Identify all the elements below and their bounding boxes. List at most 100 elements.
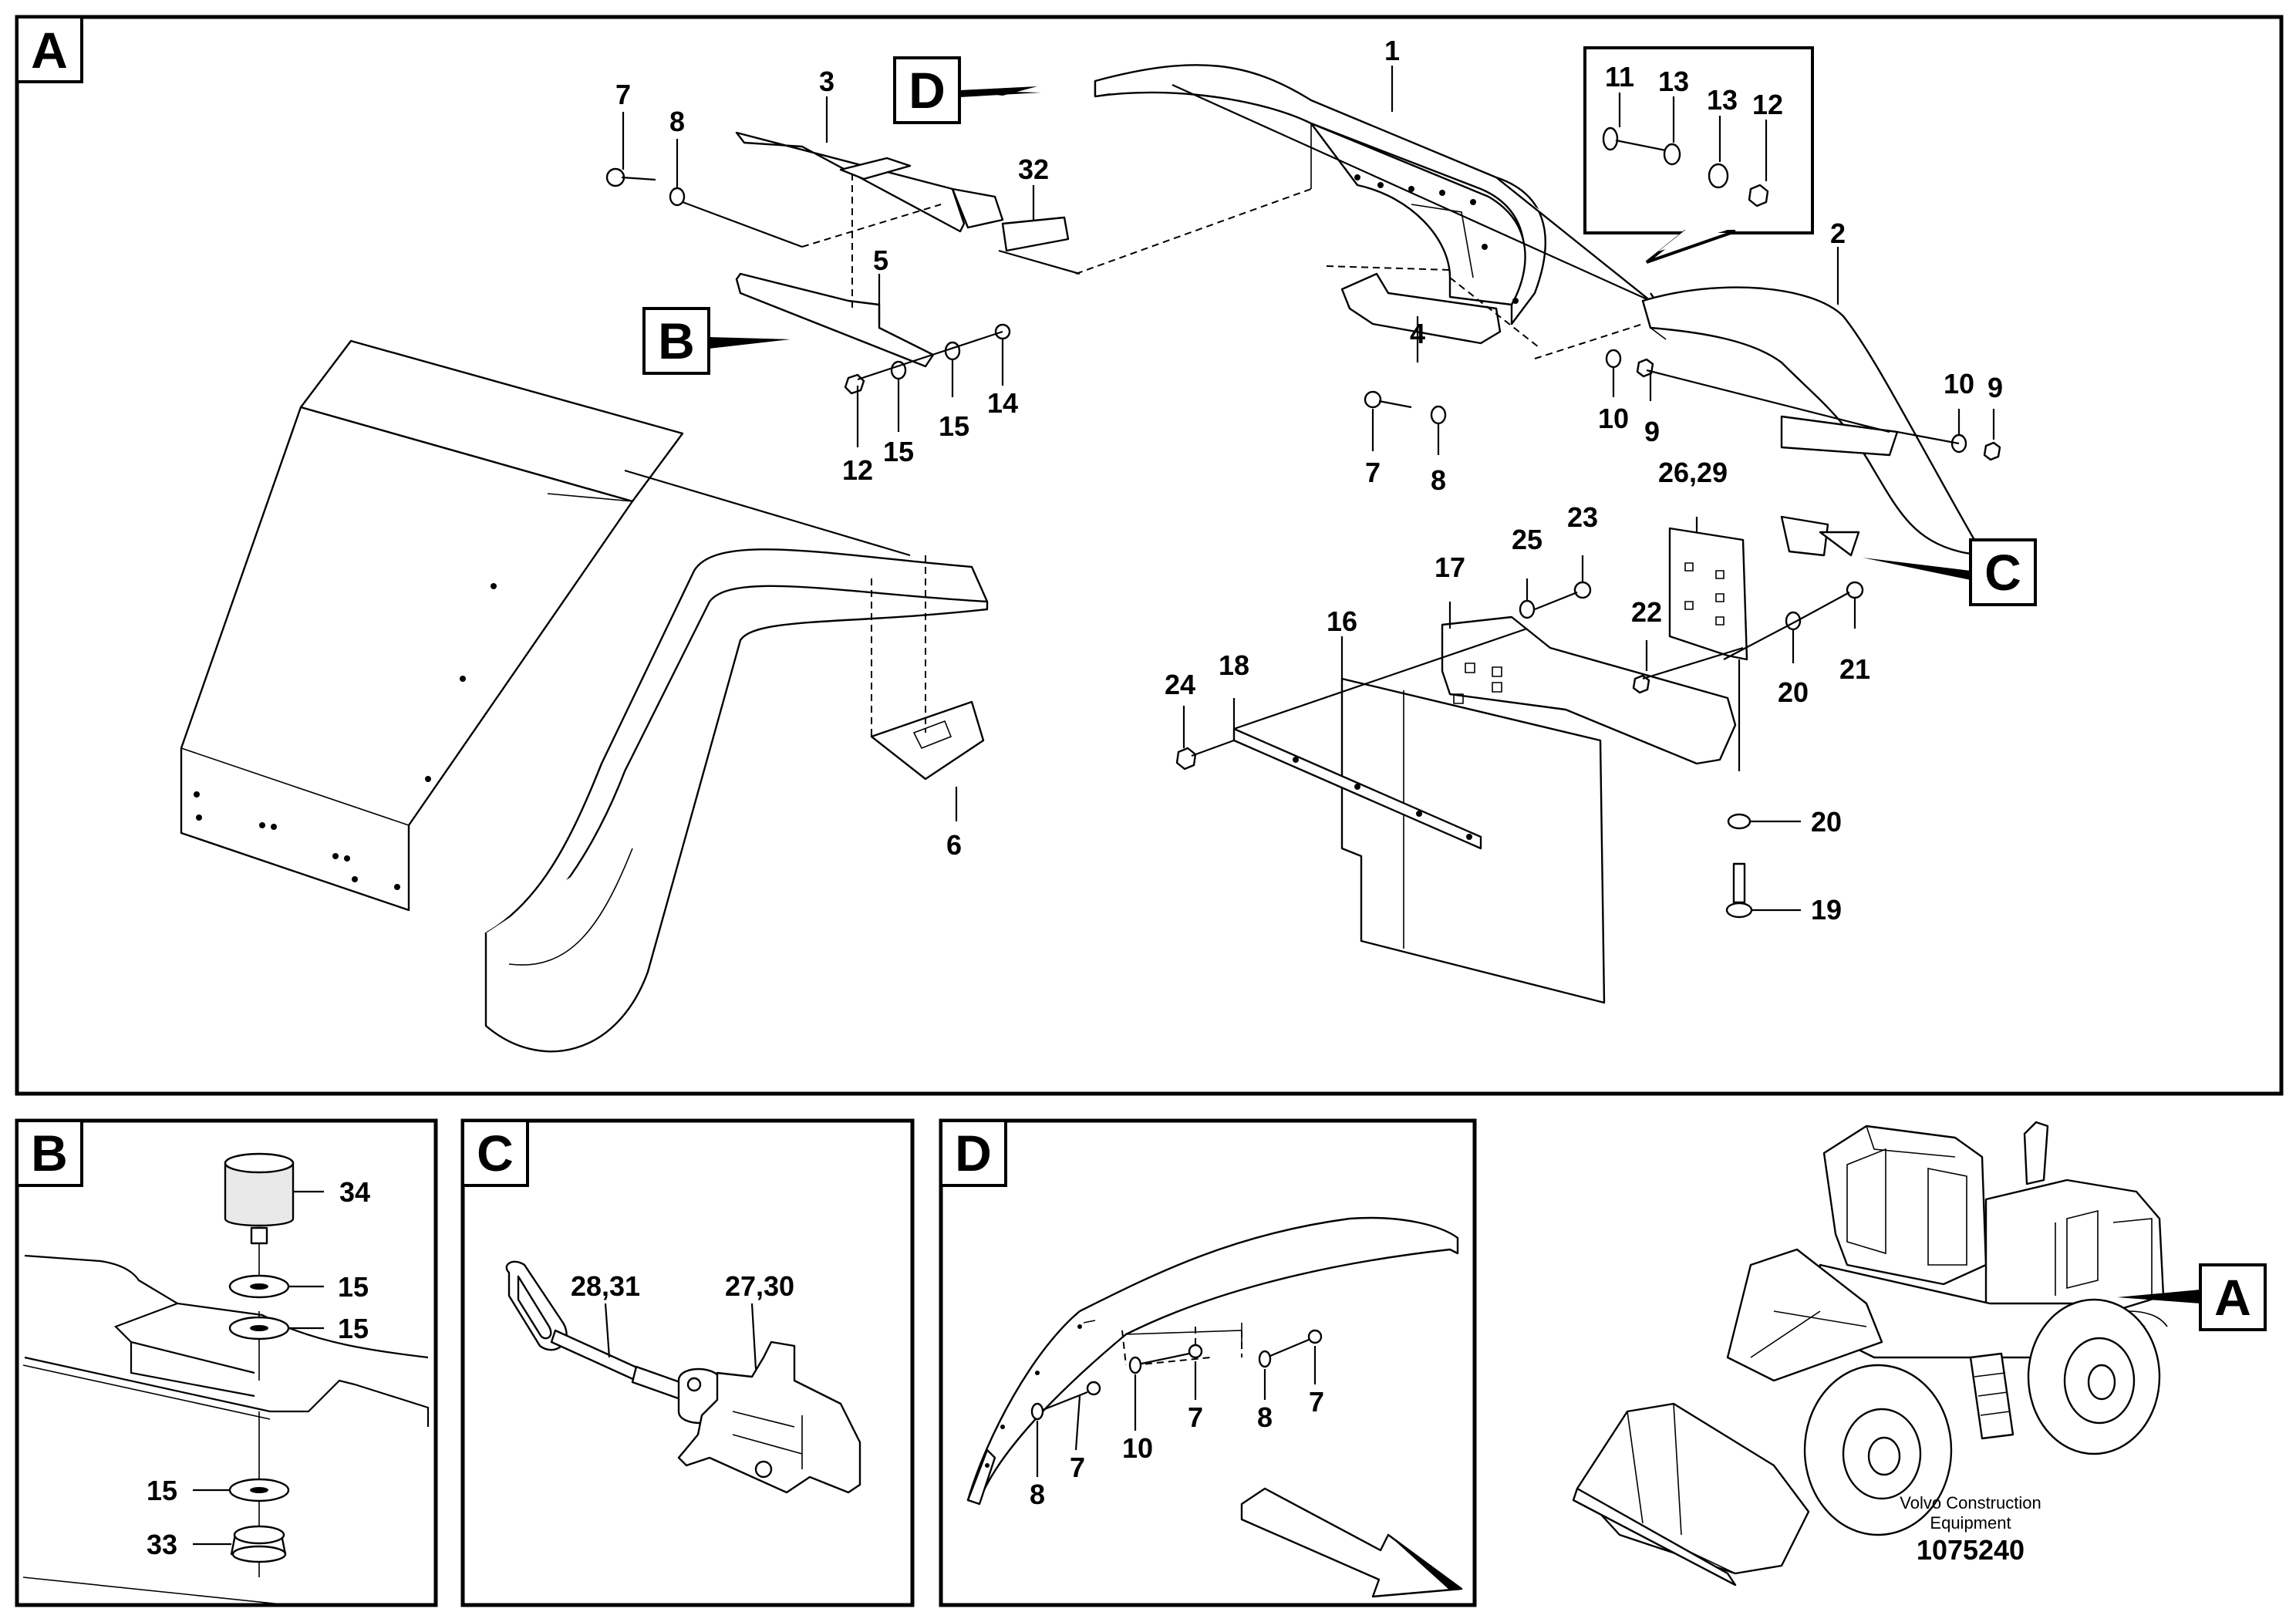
c-label-27-30: 27,30 (725, 1270, 794, 1302)
dashed-guide (801, 174, 1312, 309)
bolt-tick (1083, 1320, 1096, 1324)
d-bolt-7-mid (1188, 1344, 1203, 1359)
panel-a-label: A (31, 22, 68, 79)
nut-9-right (1983, 441, 2001, 461)
part-label-18: 18 (1219, 649, 1249, 681)
part-label-17: 17 (1435, 551, 1465, 583)
callout-d-label: D (909, 62, 946, 119)
part-32-plate (1001, 216, 1070, 252)
panel-c-frame (460, 1118, 915, 1607)
callout-c-label: C (1984, 544, 2021, 601)
part-label-22: 22 (1631, 596, 1662, 628)
d-label-10: 10 (1122, 1432, 1153, 1464)
part-label-7-upper: 7 (615, 79, 631, 110)
panel-b-bracket (22, 1254, 430, 1605)
document-number: 1075240 (1917, 1534, 2025, 1566)
bolt-7-mid (1364, 390, 1382, 409)
d-washer-8-left (1030, 1402, 1044, 1421)
part-label-6: 6 (946, 829, 962, 861)
latch-27-30 (677, 1340, 861, 1494)
callout-b-arrow (709, 337, 791, 349)
washer-8-mid (1430, 405, 1447, 425)
callout-c-box (1969, 538, 2037, 606)
b-label-34: 34 (339, 1176, 370, 1208)
fasteners-b-group (844, 323, 1011, 395)
part-label-13-b: 13 (1707, 84, 1738, 116)
callout-b-label: B (658, 312, 695, 369)
part-label-2: 2 (1830, 218, 1846, 249)
part-6-bracket (870, 555, 985, 781)
fastener-inset (1583, 46, 1814, 264)
part-17-bracket (1441, 615, 1737, 765)
b-label-15-1: 15 (338, 1271, 369, 1303)
handle-28-31 (505, 1260, 688, 1401)
cab-side-panel (180, 339, 684, 912)
part-label-20-upper: 20 (1778, 676, 1809, 708)
bolt-21 (1846, 581, 1864, 599)
part-label-25: 25 (1512, 524, 1542, 555)
part-label-5: 5 (873, 244, 888, 276)
leader-line (682, 201, 803, 248)
part-label-4: 4 (1410, 318, 1425, 349)
part-label-8-upper: 8 (669, 106, 685, 137)
part-label-12-b: 12 (842, 454, 873, 486)
part-label-7-mid: 7 (1365, 457, 1381, 488)
part-label-10-mid: 10 (1598, 403, 1629, 434)
d-label-7-mid: 7 (1188, 1401, 1203, 1433)
c-label-28-31: 28,31 (571, 1270, 640, 1302)
d-label-8-right: 8 (1257, 1401, 1273, 1433)
part-4-bracket (1326, 265, 1539, 348)
caption-company: Volvo Construction (1900, 1493, 2041, 1512)
panel-b-tag-box (15, 1119, 83, 1187)
leader-lines-a (622, 66, 1995, 912)
d-bolt-7-left (1086, 1381, 1101, 1396)
part-label-13-a: 13 (1658, 66, 1689, 97)
d-washer-8-right (1258, 1350, 1272, 1368)
caption-company-line2: Equipment (1930, 1513, 2011, 1533)
d-label-8-left: 8 (1030, 1479, 1045, 1510)
part-2-fender (1534, 286, 1982, 555)
part-label-9-mid: 9 (1644, 416, 1660, 447)
part-5-bracket (735, 272, 935, 368)
bolt-19 (1725, 862, 1753, 919)
b-label-15-3: 15 (147, 1475, 177, 1506)
bolt-23 (1573, 581, 1592, 599)
nut-24 (1175, 747, 1197, 771)
panel-d-fender (966, 1216, 1459, 1506)
part-18-strip (1232, 727, 1482, 850)
washer-25 (1519, 599, 1536, 619)
panel-d-label: D (955, 1125, 992, 1182)
part-label-15-b2: 15 (939, 410, 969, 442)
b-label-33: 33 (147, 1529, 177, 1560)
part-label-8-mid: 8 (1431, 464, 1446, 496)
part-label-11: 11 (1605, 61, 1634, 93)
fender-strip (484, 548, 989, 1053)
part-label-21: 21 (1839, 653, 1870, 685)
part-label-20-lower: 20 (1811, 806, 1842, 838)
panel-d-frame (939, 1118, 1477, 1607)
panel-b-frame (15, 1118, 438, 1607)
part-3-bracket (735, 131, 1004, 233)
part-label-1: 1 (1384, 35, 1400, 66)
washer-20-lower (1727, 813, 1752, 830)
d-washer-10 (1128, 1356, 1142, 1374)
panel-c-label: C (477, 1125, 514, 1182)
part-label-12-inset: 12 (1752, 89, 1783, 120)
part-label-10-right: 10 (1944, 368, 1974, 400)
part-label-19: 19 (1811, 894, 1842, 926)
part-26-plate (1668, 515, 1860, 661)
part-label-16: 16 (1327, 605, 1357, 637)
rubber-bumper-34 (224, 1152, 295, 1245)
wheel-loader-illustration (1572, 1121, 2168, 1587)
d-bolt-7-right (1307, 1329, 1323, 1344)
part-label-3: 3 (819, 66, 834, 97)
d-label-7-left: 7 (1070, 1452, 1085, 1483)
direction-arrow-icon (1240, 1487, 1463, 1598)
nut-22 (1632, 674, 1650, 694)
d-label-7-right: 7 (1309, 1386, 1324, 1418)
washer-10-mid (1605, 349, 1622, 369)
callout-a-label: A (2214, 1269, 2251, 1326)
part-1-fender (1094, 64, 1667, 325)
panel-b-label: B (31, 1125, 68, 1182)
panel-a-tag-box (15, 15, 83, 83)
